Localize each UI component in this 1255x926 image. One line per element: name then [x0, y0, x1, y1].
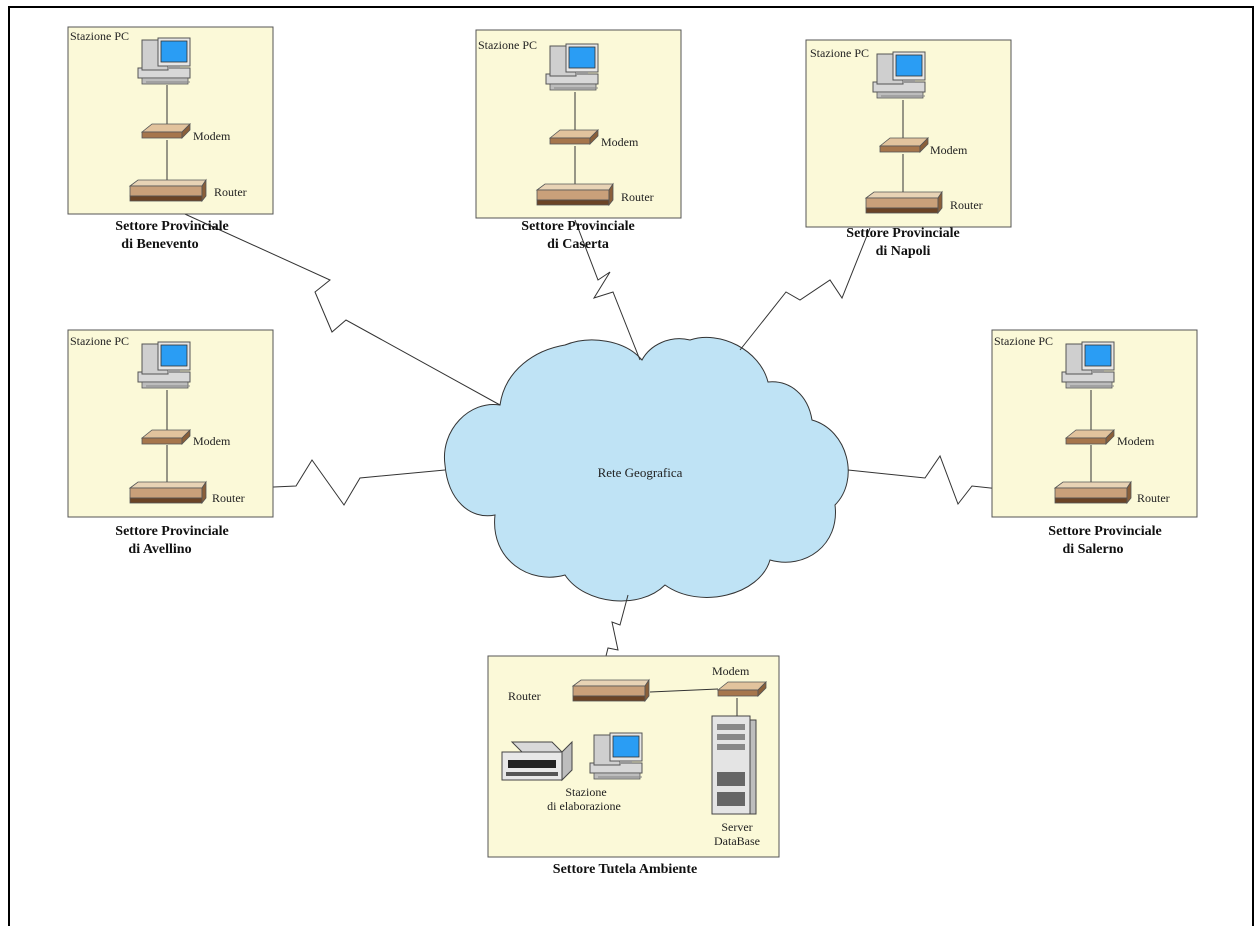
pc-icon [545, 43, 599, 91]
pc-station-label: Stazione PC [478, 38, 537, 52]
link-caserta [574, 219, 641, 361]
site-title: Settore Provinciale [846, 226, 959, 241]
pc-icon [137, 341, 191, 389]
router-icon [1054, 481, 1132, 504]
modem-label: Modem [930, 143, 968, 157]
modem-icon [141, 429, 191, 445]
site-subtitle: di Salerno [1062, 542, 1123, 557]
pc-station-label: Stazione PC [810, 46, 869, 60]
modem-label: Modem [193, 434, 231, 448]
site-subtitle: di Benevento [121, 237, 198, 252]
modem-label: Modem [193, 129, 231, 143]
link-napoli [739, 227, 871, 351]
router-label: Router [950, 198, 983, 212]
site-title: Settore Provinciale [1048, 524, 1161, 539]
site-subtitle: di Napoli [876, 244, 931, 259]
modem-icon [717, 681, 767, 697]
router-icon [572, 679, 650, 702]
link-benevento [164, 204, 501, 406]
site-salerno: Stazione PC Modem Router Settore Provinc… [991, 329, 1198, 557]
router-label: Router [1137, 491, 1170, 505]
router-label: Router [214, 185, 247, 199]
site-subtitle: di Avellino [128, 542, 191, 557]
site-napoli: Stazione PC Modem Router Settore Provinc… [805, 39, 1012, 259]
site-title: Settore Provinciale [115, 524, 228, 539]
pc-icon [872, 51, 926, 99]
pc-station-label: Stazione PC [70, 334, 129, 348]
pc-icon [589, 732, 643, 780]
site-avellino: Stazione PC Modem Router Settore Provinc… [67, 329, 274, 557]
server-sublabel: DataBase [714, 834, 760, 848]
router-icon [129, 481, 207, 504]
diagram-frame [8, 6, 1254, 926]
modem-icon [549, 129, 599, 145]
router-label: Router [621, 190, 654, 204]
pc-icon [1061, 341, 1115, 389]
pc-icon [137, 37, 191, 85]
modem-label: Modem [601, 135, 639, 149]
modem-icon [1065, 429, 1115, 445]
link-salerno [847, 454, 1056, 506]
modem-icon [879, 137, 929, 153]
site-central: Router Modem Server DataBase Stazione di… [487, 655, 780, 877]
workstation-label: Stazione [565, 785, 606, 799]
pc-station-label: Stazione PC [70, 29, 129, 43]
wan-links [164, 204, 1056, 681]
server-label: Server [721, 820, 752, 834]
router-label: Router [212, 491, 245, 505]
router-label: Router [508, 689, 541, 703]
wan-cloud: Rete Geografica [443, 336, 849, 602]
site-caserta: Stazione PC Modem Router Settore Provinc… [475, 29, 682, 252]
link-central [599, 594, 629, 681]
modem-icon [141, 123, 191, 139]
server-icon [711, 715, 757, 815]
site-title: Settore Provinciale [115, 219, 228, 234]
site-subtitle: di Caserta [547, 237, 609, 252]
router-icon [865, 191, 943, 214]
cloud-label: Rete Geografica [598, 465, 683, 480]
pc-station-label: Stazione PC [994, 334, 1053, 348]
modem-label: Modem [712, 664, 750, 678]
site-title: Settore Tutela Ambiente [553, 862, 697, 877]
modem-label: Modem [1117, 434, 1155, 448]
site-benevento: Stazione PC Modem Router Settore Provinc… [67, 26, 274, 252]
site-title: Settore Provinciale [521, 219, 634, 234]
router-icon [536, 183, 614, 206]
link-avellino [207, 459, 446, 506]
router-icon [129, 179, 207, 202]
workstation-sublabel: di elaborazione [547, 799, 621, 813]
